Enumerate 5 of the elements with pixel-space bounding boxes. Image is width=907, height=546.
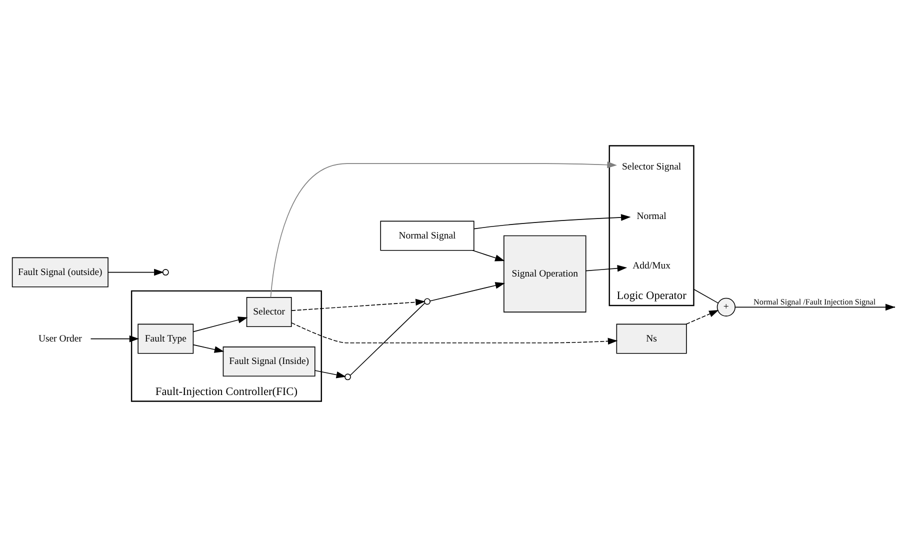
node-text: Add/Mux <box>632 260 670 271</box>
node-text: Normal <box>636 210 666 222</box>
node-text: Selector Signal <box>622 160 682 172</box>
edge-label: Normal Signal /Fault Injection Signal <box>754 297 876 306</box>
node-text: User Order <box>38 332 82 344</box>
